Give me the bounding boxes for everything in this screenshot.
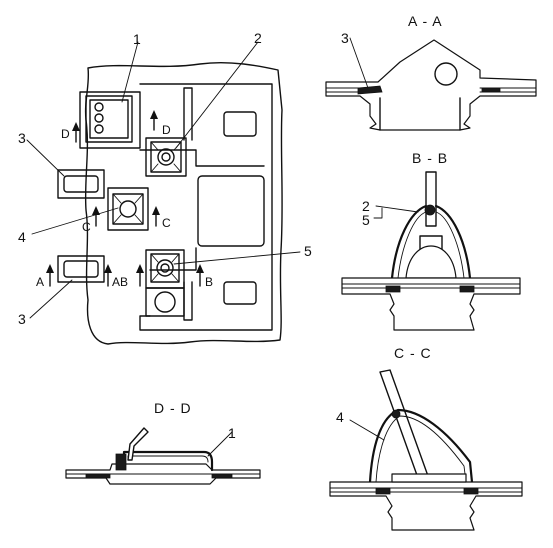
plan-view: D D C C A AB B 1 2 3 4 5 3 — [18, 30, 312, 345]
part-1-plate — [85, 95, 133, 143]
callout-5: 5 — [304, 243, 312, 259]
part-3-cover-top — [57, 169, 105, 199]
cut-mark-c: C — [82, 220, 91, 234]
section-c-c: C - C 4 — [329, 345, 523, 531]
callout-1: 1 — [133, 31, 141, 47]
section-title-dd: D - D — [154, 400, 192, 416]
cut-mark-b: B — [205, 275, 213, 289]
callout-4-cc: 4 — [336, 409, 344, 425]
section-d-d: D - D 1 — [65, 400, 261, 485]
inner-panel — [139, 83, 273, 331]
part-2-frame — [145, 137, 187, 177]
section-title-cc: C - C — [394, 345, 432, 361]
aa-base-plate — [325, 39, 537, 131]
bb-boot — [390, 204, 472, 280]
part-5-grommet — [156, 259, 174, 277]
callout-3-top: 3 — [18, 130, 26, 146]
part-1-frame — [79, 91, 141, 149]
callout-5-bb: 5 — [362, 212, 370, 228]
leader-lines — [26, 41, 301, 319]
cc-base-plate — [329, 481, 523, 531]
cutout-top — [223, 111, 257, 137]
part-4-grommet — [119, 200, 137, 218]
cut-mark-c2: C — [162, 216, 171, 230]
part-1-hole — [94, 102, 104, 112]
callout-2-bb: 2 — [362, 198, 370, 214]
callout-2: 2 — [254, 30, 262, 46]
cut-mark-d2: D — [162, 123, 171, 137]
section-title-aa: A - A — [408, 13, 443, 29]
cut-mark-ab: AB — [112, 275, 128, 289]
cutout-bottom — [223, 281, 257, 305]
callout-4: 4 — [18, 229, 26, 245]
cut-marks: D D C C A AB B — [36, 110, 213, 289]
callout-3-aa: 3 — [341, 30, 349, 46]
bb-base-plate — [341, 277, 521, 331]
cut-mark-a: A — [36, 275, 44, 289]
section-a-a: A - A 3 — [325, 13, 537, 131]
cut-mark-d: D — [61, 127, 70, 141]
center-rib — [183, 87, 193, 141]
dd-pipe — [127, 427, 149, 461]
part-4-frame — [107, 187, 149, 231]
section-b-b: B - B 2 5 — [341, 150, 521, 331]
part-2-grommet — [157, 148, 175, 166]
bb-post — [425, 171, 437, 227]
part-3-cover-bottom — [57, 255, 105, 283]
large-opening — [197, 175, 265, 247]
callout-1-dd: 1 — [228, 425, 236, 441]
floor-outline — [84, 61, 283, 345]
cc-lever — [379, 369, 429, 479]
callout-3-bottom: 3 — [18, 311, 26, 327]
cc-boot — [368, 408, 474, 484]
drain-hole — [154, 291, 176, 313]
section-title-bb: B - B — [412, 150, 448, 166]
aa-hole — [434, 62, 458, 86]
